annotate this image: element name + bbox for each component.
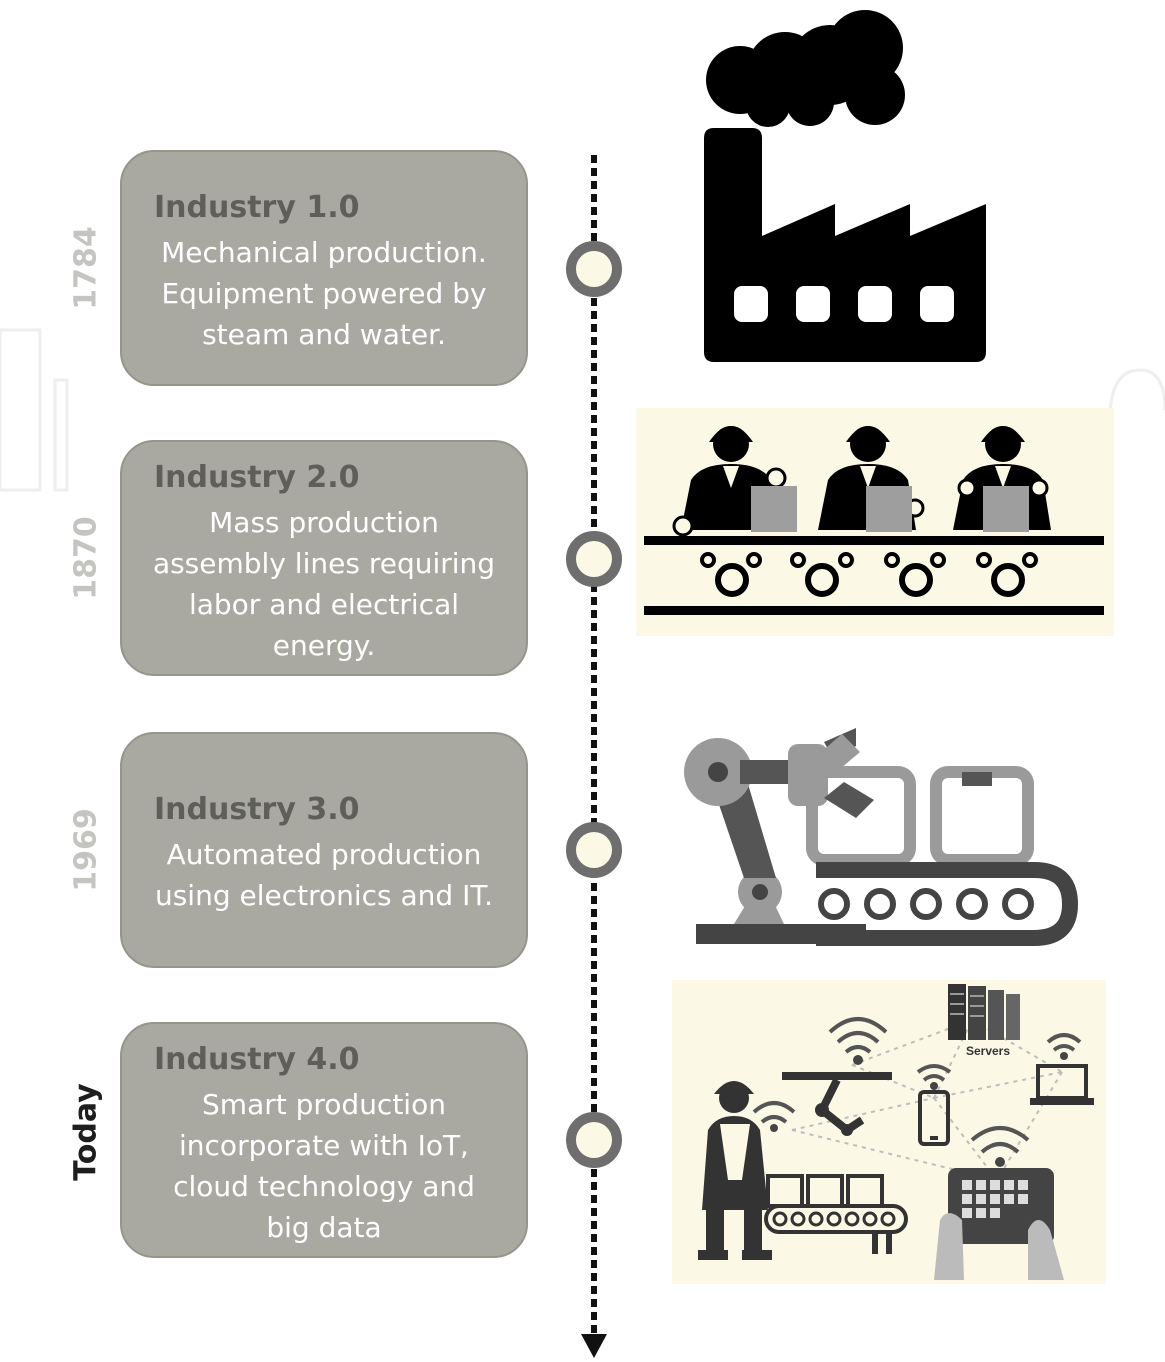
timeline-dotted-line	[591, 155, 597, 1340]
timeline-node-3	[566, 822, 622, 878]
era-description: Mechanical production. Equipment powered…	[161, 236, 487, 351]
timeline-node-1	[566, 241, 622, 297]
era-card-industry-2: Industry 2.0 Mass production assembly li…	[120, 440, 528, 676]
timeline-node-4	[566, 1112, 622, 1168]
factory-icon	[704, 10, 986, 362]
era-year-1870: 1870	[68, 516, 104, 600]
servers-label: Servers	[966, 1044, 1010, 1058]
era-year-today: Today	[68, 1083, 104, 1181]
era-title: Industry 3.0	[154, 792, 360, 827]
era-year-1784: 1784	[68, 226, 104, 310]
era-title: Industry 2.0	[154, 460, 360, 495]
era-card-industry-1: Industry 1.0 Mechanical production. Equi…	[120, 150, 528, 386]
timeline-arrowhead	[581, 1334, 607, 1358]
era-description: Smart production incorporate with IoT, c…	[173, 1088, 475, 1244]
era-title: Industry 4.0	[154, 1042, 360, 1077]
smart-factory-icon: Servers	[672, 980, 1106, 1284]
era-year-1969: 1969	[68, 808, 104, 892]
era-description: Mass production assembly lines requiring…	[152, 506, 496, 662]
era-title: Industry 1.0	[154, 190, 360, 225]
robot-arm-icon	[684, 728, 1079, 946]
timeline-node-2	[566, 531, 622, 587]
assembly-line-icon	[636, 408, 1114, 636]
era-card-industry-4: Industry 4.0 Smart production incorporat…	[120, 1022, 528, 1258]
era-card-industry-3: Industry 3.0 Automated production using …	[120, 732, 528, 968]
era-description: Automated production using electronics a…	[154, 838, 494, 912]
